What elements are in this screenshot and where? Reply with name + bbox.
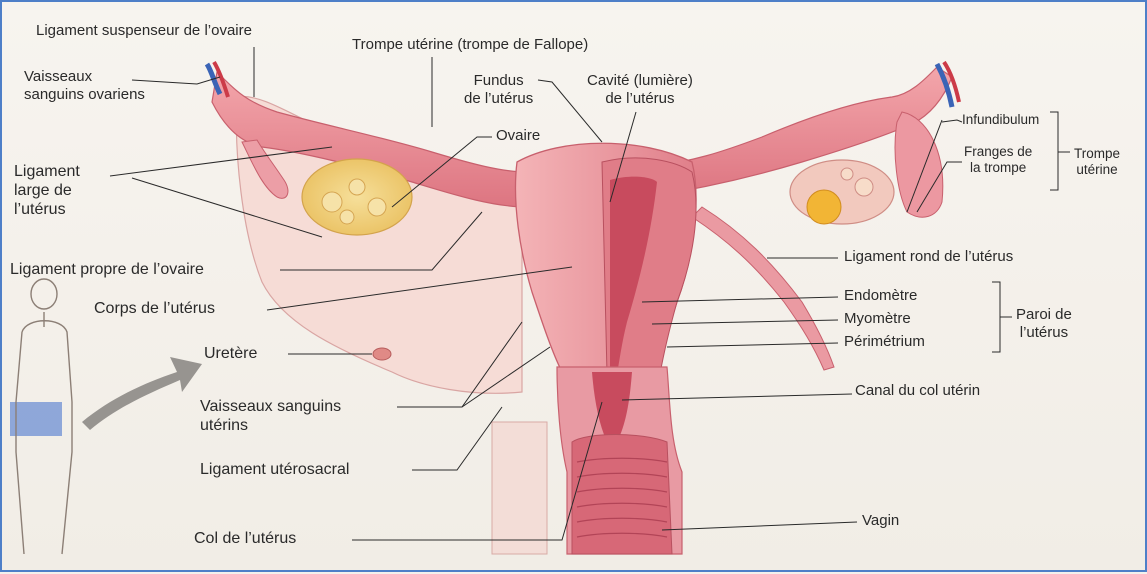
label-ligament-propre: Ligament propre de l’ovaire: [10, 260, 204, 279]
silhouette-highlight: [10, 402, 62, 436]
label-cavite: Cavité (lumière) de l’utérus: [587, 72, 693, 108]
right-ovary-shape: [790, 160, 894, 224]
uterosacral-ligament-shape: [492, 422, 547, 554]
label-ligament-suspenseur: Ligament suspenseur de l’ovaire: [36, 22, 252, 40]
label-trompe-uterine: Trompe utérine (trompe de Fallope): [352, 36, 588, 54]
label-perimetrium: Périmétrium: [844, 333, 925, 351]
pointer-arrow: [82, 357, 202, 430]
label-corps: Corps de l’utérus: [94, 299, 215, 318]
label-vaisseaux-uterins: Vaisseaux sanguins utérins: [200, 397, 341, 435]
ureter-shape: [373, 348, 391, 360]
right-infundibulum-shape: [895, 112, 943, 217]
ovarian-follicle: [807, 190, 841, 224]
label-vaisseaux-ovariens: Vaisseaux sanguins ovariens: [24, 68, 145, 104]
label-endometre: Endomètre: [844, 287, 917, 305]
label-canal-col: Canal du col utérin: [855, 382, 980, 400]
label-ligament-uterosacral: Ligament utérosacral: [200, 460, 349, 479]
label-ligament-rond: Ligament rond de l’utérus: [844, 248, 1013, 266]
label-vagin: Vagin: [862, 512, 899, 530]
label-franges: Franges de la trompe: [964, 144, 1032, 176]
label-fundus: Fundus de l’utérus: [464, 72, 533, 108]
label-infundibulum: Infundibulum: [962, 112, 1039, 128]
label-ligament-large: Ligament large de l’utérus: [14, 162, 80, 220]
label-col: Col de l’utérus: [194, 529, 296, 548]
label-myometre: Myomètre: [844, 310, 911, 328]
label-ovaire: Ovaire: [496, 127, 540, 145]
left-ovary-shape: [302, 159, 412, 235]
label-paroi: Paroi de l’utérus: [1016, 306, 1072, 342]
label-trompe-uterine-group: Trompe utérine: [1074, 146, 1120, 178]
label-uretere: Uretère: [204, 344, 257, 363]
